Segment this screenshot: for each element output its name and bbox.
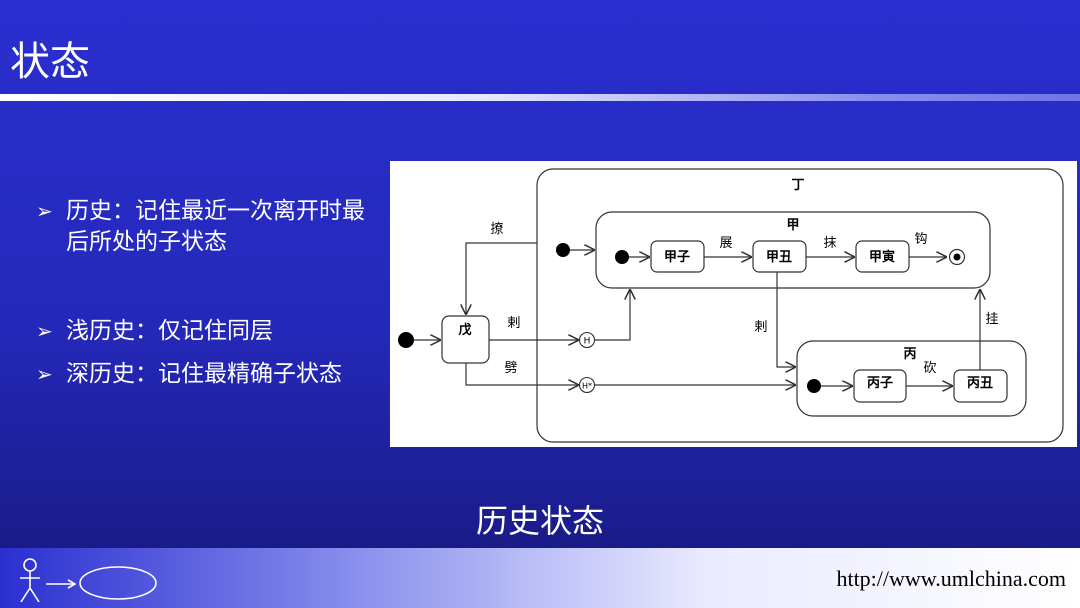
transition-la-lower-label: 剌 xyxy=(754,320,767,335)
transition-kan-label: 砍 xyxy=(923,361,936,376)
shallow-history-state xyxy=(578,331,596,349)
state-wu-label: 戊 xyxy=(457,322,471,338)
bullet-arrow-icon: ➢ xyxy=(36,319,53,343)
state-outer-label: 丁 xyxy=(791,178,804,193)
title-rule xyxy=(0,94,1080,101)
slide-title: 状态 xyxy=(10,39,90,85)
slide-caption: 历史状态 xyxy=(475,502,604,540)
transition-liao-label: 撩 xyxy=(490,221,503,237)
state-jia-label: 甲 xyxy=(786,218,799,233)
state-diagram: 丁 甲 甲子 展 甲丑 抹 甲寅 钩 戊 xyxy=(398,168,1064,443)
state-bing-label: 丙 xyxy=(903,347,916,362)
transition-zhan-label: 展 xyxy=(719,236,732,251)
initial-jia xyxy=(615,250,629,264)
shallow-history-label: H xyxy=(584,337,591,347)
bullet-item: ➢ 历史：记住最近一次离开时最后所处的子状态 xyxy=(36,196,381,258)
transition-pi-label: 劈 xyxy=(504,360,517,376)
state-bingchou-label: 丙丑 xyxy=(967,376,993,391)
footer-url[interactable]: http://www.umlchina.com xyxy=(836,566,1066,591)
bullet-text: 历史：记住最近一次离开时最后所处的子状态 xyxy=(66,198,365,255)
bullet-item: ➢ 浅历史：仅记住同层 xyxy=(36,316,381,347)
bullet-arrow-icon: ➢ xyxy=(36,199,53,223)
bullet-arrow-icon: ➢ xyxy=(36,362,53,386)
state-jiayin-label: 甲寅 xyxy=(869,249,895,265)
state-diagram-panel: 丁 甲 甲子 展 甲丑 抹 甲寅 钩 戊 xyxy=(390,161,1077,447)
bullet-text: 深历史：记住最精确子状态 xyxy=(66,361,342,387)
state-bingzi-label: 丙子 xyxy=(867,376,893,391)
bullet-text: 浅历史：仅记住同层 xyxy=(66,318,273,344)
deep-history-state xyxy=(578,376,596,394)
actor-usecase-logo-icon xyxy=(20,558,157,603)
initial-bing xyxy=(807,379,821,393)
footer-bar: http://www.umlchina.com xyxy=(0,548,1080,608)
initial-outer xyxy=(556,243,570,257)
transition-la-upper-label: 剌 xyxy=(507,316,520,331)
transition-gou-label: 钩 xyxy=(914,232,927,247)
bullet-list: ➢ 历史：记住最近一次离开时最后所处的子状态 ➢ 浅历史：仅记住同层 ➢ 深历史… xyxy=(36,196,381,390)
deep-history-label: H* xyxy=(582,382,592,391)
transition-gua-label: 挂 xyxy=(985,312,998,327)
state-jiachou-label: 甲丑 xyxy=(766,250,792,265)
state-jiazi-label: 甲子 xyxy=(664,250,690,265)
initial-root xyxy=(398,332,414,348)
bullet-item: ➢ 深历史：记住最精确子状态 xyxy=(36,359,381,390)
transition-mo-label: 抹 xyxy=(823,236,836,251)
